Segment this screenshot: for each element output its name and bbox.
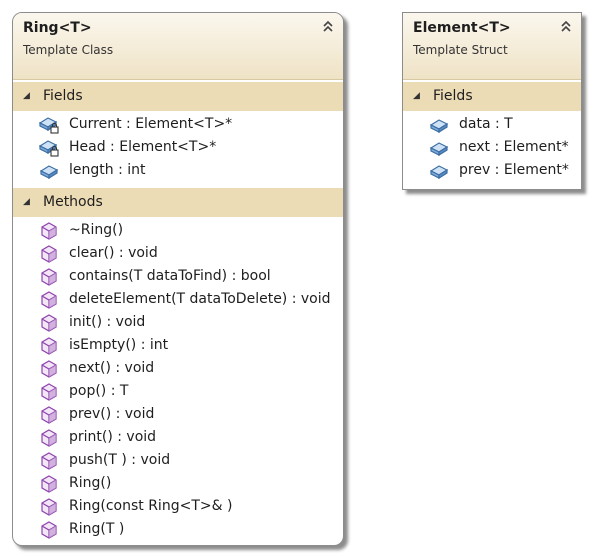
method-label: Ring(T ) — [69, 521, 125, 537]
field-item[interactable]: length : int — [13, 159, 343, 182]
ring-class-stereotype: Template Class — [23, 43, 114, 57]
method-label: prev() : void — [69, 406, 155, 422]
method-label: contains(T dataToFind) : bool — [69, 268, 271, 284]
field-icon — [39, 162, 59, 180]
field-icon — [429, 139, 449, 157]
element-fields-section-header[interactable]: ◢ Fields — [403, 82, 581, 111]
method-item[interactable]: deleteElement(T dataToDelete) : void — [13, 288, 343, 311]
method-item[interactable]: contains(T dataToFind) : bool — [13, 265, 343, 288]
field-item[interactable]: data : T — [403, 113, 581, 136]
field-label: prev : Element* — [459, 162, 569, 178]
method-label: isEmpty() : int — [69, 337, 169, 353]
method-item[interactable]: init() : void — [13, 311, 343, 334]
method-label: next() : void — [69, 360, 155, 376]
method-icon — [39, 521, 59, 539]
ring-class-header[interactable]: Ring<T> Template Class — [13, 13, 343, 80]
ring-fields-section-header[interactable]: ◢ Fields — [13, 82, 343, 111]
method-item[interactable]: Ring(const Ring<T>& ) — [13, 495, 343, 518]
field-icon — [429, 162, 449, 180]
field-label: Head : Element<T>* — [69, 139, 217, 155]
method-label: print() : void — [69, 429, 157, 445]
field-icon — [429, 116, 449, 134]
method-item[interactable]: prev() : void — [13, 403, 343, 426]
method-icon — [39, 429, 59, 447]
method-item[interactable]: print() : void — [13, 426, 343, 449]
field-item[interactable]: Head : Element<T>* — [13, 136, 343, 159]
method-icon — [39, 222, 59, 240]
expand-triangle-icon: ◢ — [23, 91, 30, 101]
field-label: next : Element* — [459, 139, 569, 155]
expand-triangle-icon: ◢ — [413, 91, 420, 101]
field-item[interactable]: Current : Element<T>* — [13, 113, 343, 136]
element-struct-box[interactable]: Element<T> Template Struct ◢ Fields data… — [402, 12, 582, 190]
collapse-chevron-icon[interactable] — [321, 19, 335, 35]
method-item[interactable]: push(T ) : void — [13, 449, 343, 472]
method-item[interactable]: ~Ring() — [13, 219, 343, 242]
expand-triangle-icon: ◢ — [23, 197, 30, 207]
method-item[interactable]: Ring(T ) — [13, 518, 343, 541]
field-label: Current : Element<T>* — [69, 116, 233, 132]
method-label: Ring(const Ring<T>& ) — [69, 498, 233, 514]
element-struct-stereotype: Template Struct — [413, 43, 508, 57]
method-icon — [39, 337, 59, 355]
section-label: Fields — [43, 88, 83, 104]
method-icon — [39, 452, 59, 470]
method-item[interactable]: isEmpty() : int — [13, 334, 343, 357]
private-field-icon — [39, 116, 59, 134]
ring-methods-list: ~Ring() clear() : void contains(T dataTo… — [13, 217, 343, 545]
field-item[interactable]: next : Element* — [403, 136, 581, 159]
method-label: ~Ring() — [69, 222, 124, 238]
method-item[interactable]: clear() : void — [13, 242, 343, 265]
method-label: deleteElement(T dataToDelete) : void — [69, 291, 331, 307]
section-label: Fields — [433, 88, 473, 104]
method-icon — [39, 291, 59, 309]
method-icon — [39, 314, 59, 332]
method-icon — [39, 475, 59, 493]
element-fields-list: data : T next : Element* prev : Element* — [403, 111, 581, 186]
ring-class-title: Ring<T> — [23, 20, 92, 36]
method-label: pop() : T — [69, 383, 129, 399]
field-label: length : int — [69, 162, 146, 178]
method-label: init() : void — [69, 314, 146, 330]
method-icon — [39, 383, 59, 401]
private-field-icon — [39, 139, 59, 157]
ring-class-box[interactable]: Ring<T> Template Class ◢ Fields Current … — [12, 12, 344, 546]
field-label: data : T — [459, 116, 513, 132]
method-icon — [39, 498, 59, 516]
collapse-chevron-icon[interactable] — [559, 19, 573, 35]
section-label: Methods — [43, 194, 103, 210]
element-struct-header[interactable]: Element<T> Template Struct — [403, 13, 581, 80]
method-label: push(T ) : void — [69, 452, 171, 468]
method-label: Ring() — [69, 475, 112, 491]
method-icon — [39, 268, 59, 286]
method-item[interactable]: next() : void — [13, 357, 343, 380]
method-icon — [39, 245, 59, 263]
method-item[interactable]: pop() : T — [13, 380, 343, 403]
field-item[interactable]: prev : Element* — [403, 159, 581, 182]
method-icon — [39, 406, 59, 424]
element-struct-title: Element<T> — [413, 20, 511, 36]
ring-methods-section-header[interactable]: ◢ Methods — [13, 188, 343, 217]
ring-fields-list: Current : Element<T>* Head : Element<T>*… — [13, 111, 343, 186]
method-icon — [39, 360, 59, 378]
method-label: clear() : void — [69, 245, 158, 261]
method-item[interactable]: Ring() — [13, 472, 343, 495]
